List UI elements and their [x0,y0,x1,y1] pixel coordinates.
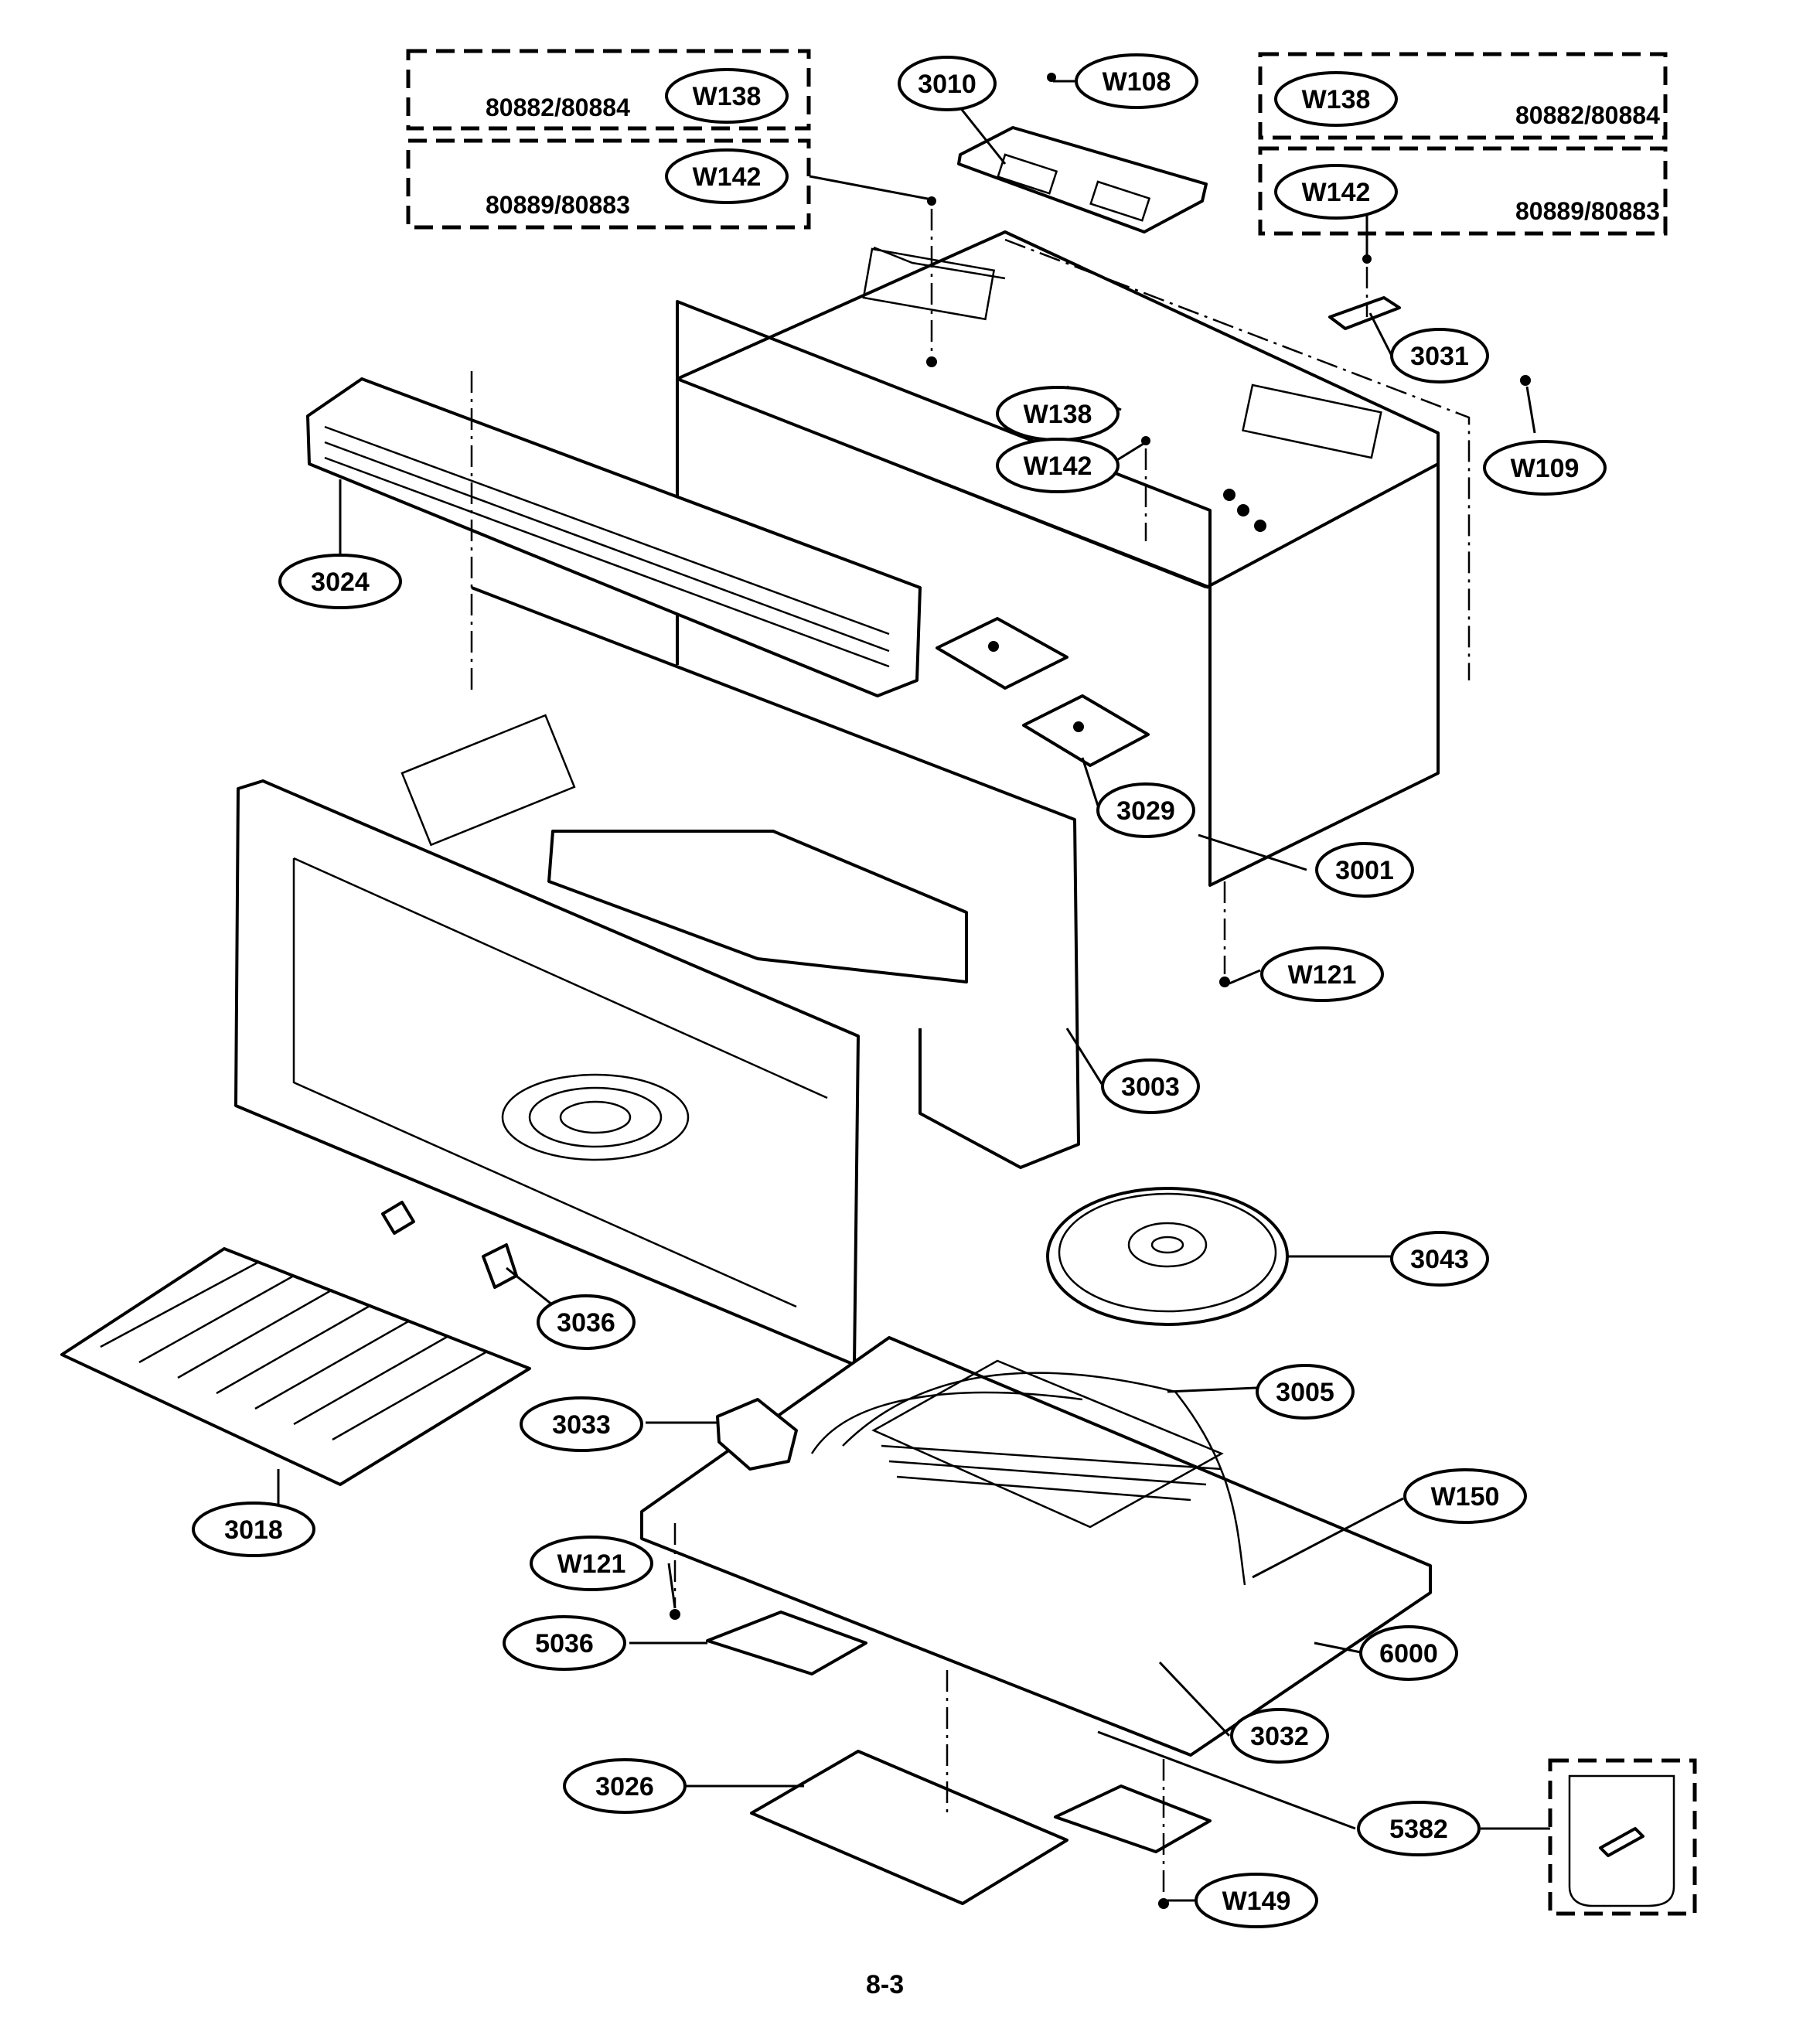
callout-3018: 3018 [192,1502,315,1557]
callout-3031: 3031 [1390,328,1489,383]
callout-3003: 3003 [1101,1058,1200,1114]
model-box-right-top: 80882/80884 [1258,52,1668,140]
svg-text:W150: W150 [1431,1482,1500,1512]
svg-text:3033: 3033 [552,1410,611,1440]
callout-w142-right: W142 [1274,164,1398,220]
svg-text:3010: 3010 [918,70,976,99]
svg-text:W138: W138 [693,82,762,111]
model-label-left-top: 80882/80884 [486,94,630,121]
oven-cavity-3003 [234,586,1080,1366]
filter-3026 [750,1750,1068,1905]
callout-3033: 3033 [520,1396,643,1452]
callout-w142-left: W142 [665,148,789,204]
callout-3036: 3036 [537,1294,636,1350]
callout-3001: 3001 [1315,842,1414,898]
svg-text:5382: 5382 [1389,1815,1448,1844]
model-box-left-bottom: 80889/80883 [406,138,811,230]
svg-text:W142: W142 [1024,452,1092,481]
svg-text:W142: W142 [1302,178,1371,207]
model-box-left-top: 80882/80884 [406,49,811,131]
svg-text:3018: 3018 [224,1515,283,1545]
model-label-right-top: 80882/80884 [1515,101,1660,129]
svg-text:3032: 3032 [1250,1722,1309,1751]
rack-3018 [60,1247,531,1486]
svg-text:3031: 3031 [1410,342,1469,371]
callout-3029: 3029 [1096,782,1195,838]
callout-w109: W109 [1483,440,1607,496]
callout-w149: W149 [1195,1873,1318,1928]
alignment-lines [470,209,1471,1894]
svg-text:W142: W142 [693,162,762,192]
model-box-right-bottom: 80889/80883 [1258,146,1668,236]
turntable-3043 [1046,1187,1289,1326]
svg-text:3003: 3003 [1121,1072,1180,1102]
callout-w150: W150 [1403,1468,1527,1524]
callout-w121-bottom: W121 [530,1536,653,1591]
svg-text:W138: W138 [1024,400,1092,429]
callout-w108: W108 [1075,53,1198,109]
svg-text:6000: 6000 [1379,1639,1438,1669]
callout-w121-top: W121 [1260,946,1384,1002]
svg-text:5036: 5036 [535,1629,594,1658]
callout-w138-right: W138 [1274,71,1398,127]
callout-3024: 3024 [278,554,402,609]
mounting-plates-3029 [936,617,1150,767]
callout-5036: 5036 [503,1615,626,1671]
svg-text:W138: W138 [1302,85,1371,114]
bracket-3031 [1328,296,1401,330]
harness-3005 [810,1372,1246,1586]
hardware-bag-5382 [1548,1758,1697,1916]
svg-text:W109: W109 [1511,454,1580,483]
callout-w142-mid: W142 [996,438,1120,493]
svg-text:W108: W108 [1103,67,1171,97]
callout-3026: 3026 [563,1758,687,1814]
svg-text:3029: 3029 [1116,796,1175,826]
outer-case-3001 [676,230,1440,887]
model-label-left-bottom: 80889/80883 [486,191,630,219]
model-label-right-bottom: 80889/80883 [1515,197,1660,225]
callout-w138-left: W138 [665,68,789,124]
light-cover-5036 [706,1611,867,1675]
callout-6000: 6000 [1359,1625,1458,1681]
callout-w138-mid: W138 [996,386,1120,441]
svg-text:3036: 3036 [557,1308,615,1338]
svg-text:W149: W149 [1222,1887,1291,1916]
callout-3043: 3043 [1390,1231,1489,1287]
callout-3010: 3010 [898,56,997,111]
light-cover-lower [1054,1784,1212,1853]
svg-text:3043: 3043 [1410,1245,1469,1274]
svg-text:3005: 3005 [1276,1378,1334,1407]
svg-text:3001: 3001 [1335,856,1394,885]
vent-grille-3024 [306,377,922,697]
top-bracket-3010 [957,126,1208,233]
svg-text:3026: 3026 [595,1772,654,1802]
svg-text:W121: W121 [557,1549,626,1579]
svg-text:3024: 3024 [311,568,370,597]
screws [670,73,1531,1909]
base-plate-6000 [640,1336,1432,1757]
svg-text:W121: W121 [1288,960,1357,990]
callout-3005: 3005 [1256,1364,1355,1420]
component-3033 [716,1398,798,1471]
callout-5382: 5382 [1357,1801,1481,1856]
leader-lines [277,80,1550,1902]
page-number: 8-3 [866,1970,905,1999]
callout-3032: 3032 [1230,1708,1329,1764]
